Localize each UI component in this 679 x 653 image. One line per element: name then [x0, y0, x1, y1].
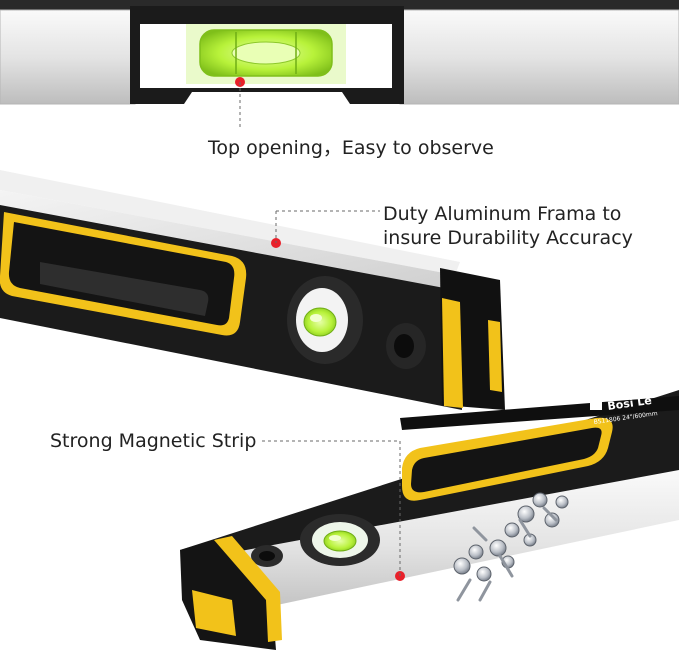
- caption-aluminum-frame-line1: Duty Aluminum Frama to: [383, 203, 622, 225]
- caption-aluminum-frame-line2: insure Durability Accuracy: [383, 227, 633, 249]
- middle-level: [0, 170, 505, 410]
- leader-lines: [239, 82, 401, 576]
- brand-print: Bosi Le: [607, 394, 653, 413]
- middle-vial: [303, 307, 337, 337]
- caption-magnetic-strip: Strong Magnetic Strip: [50, 430, 257, 452]
- bottom-vial: [323, 530, 357, 552]
- screws-cluster: [453, 492, 569, 602]
- top-vial: [199, 29, 333, 77]
- caption-top-opening: Top opening，Easy to observe: [208, 137, 494, 159]
- bottom-level: Bosi Le BS11806 24"/600mm: [180, 390, 679, 650]
- top-vial-view: [0, 0, 679, 105]
